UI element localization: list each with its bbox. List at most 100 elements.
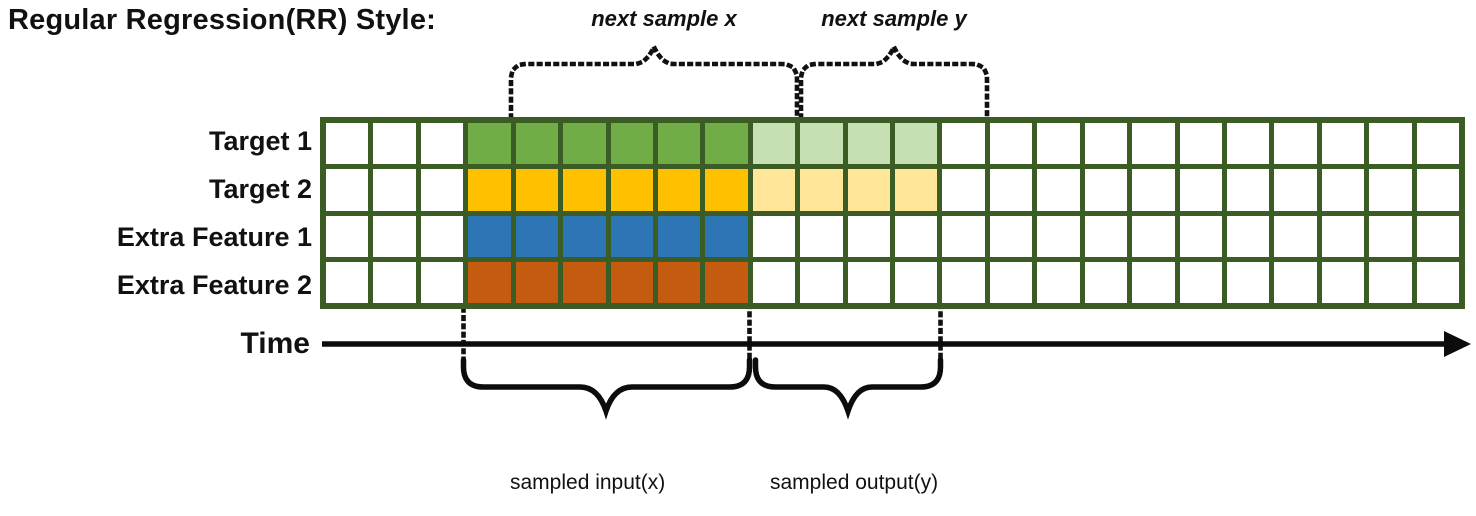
grid-cell: [515, 261, 559, 303]
grid-cell: [563, 261, 606, 303]
grid-cell: [942, 123, 985, 165]
grid-cell: [373, 261, 416, 303]
grid-cell: [705, 261, 748, 303]
grid-cell: [1037, 261, 1080, 303]
time-axis-arrowhead: [1444, 331, 1471, 357]
grid-cell: [1084, 123, 1128, 165]
row-label-target-2: Target 2: [208, 173, 312, 204]
grid-cell: [942, 215, 985, 257]
grid-cell: [800, 169, 843, 211]
grid-cell: [326, 215, 369, 257]
grid-cell: [752, 123, 796, 165]
grid-cell: [1037, 169, 1080, 211]
grid-cell: [847, 169, 890, 211]
sampled-output-note: sampled output(y) horizon=4 output_featu…: [770, 420, 982, 516]
grid-cell: [420, 261, 464, 303]
grid-cell: [563, 215, 606, 257]
grid-cell: [563, 123, 606, 165]
grid-cell: [705, 215, 748, 257]
grid-cell: [420, 215, 464, 257]
row-label-target-1: Target 1: [208, 125, 312, 156]
grid-cell: [1321, 215, 1365, 257]
grid-cell: [989, 261, 1033, 303]
grid-cell: [610, 261, 653, 303]
grid-cell: [1369, 215, 1412, 257]
grid-cell: [752, 261, 796, 303]
grid-cell: [563, 169, 606, 211]
sampled-output-title: sampled output(y): [770, 471, 939, 494]
grid-cell: [610, 215, 653, 257]
grid-cell: [942, 169, 985, 211]
time-axis-label: Time: [240, 327, 310, 360]
grid-cell: [895, 215, 938, 257]
grid-cell: [1274, 169, 1317, 211]
grid-cell: [515, 123, 559, 165]
grid-cell: [1274, 123, 1317, 165]
grid-cell: [657, 215, 701, 257]
grid-cell: [800, 261, 843, 303]
grid-cell: [1274, 261, 1317, 303]
sampled-input-note: sampled input(x) lookback=6 input_featur…: [510, 420, 709, 516]
grid-cell: [989, 215, 1033, 257]
grid-cell: [373, 215, 416, 257]
grid-cell: [373, 123, 416, 165]
grid-cell: [1084, 215, 1128, 257]
grid-cell: [989, 123, 1033, 165]
grid-cell: [1132, 169, 1175, 211]
diagram-title: Regular Regression(RR) Style:: [8, 4, 436, 36]
grid-cell: [895, 169, 938, 211]
grid-cell: [468, 123, 511, 165]
grid-cell: [1132, 261, 1175, 303]
grid-cell: [420, 169, 464, 211]
grid-cell: [1084, 261, 1128, 303]
grid-cell: [847, 123, 890, 165]
grid-cell: [1369, 261, 1412, 303]
grid-cell: [705, 169, 748, 211]
grid-cell: [1037, 123, 1080, 165]
next-sample-x-label: next sample x: [591, 6, 737, 31]
grid-cell: [1179, 123, 1222, 165]
grid-cell: [800, 215, 843, 257]
grid-cell: [705, 123, 748, 165]
grid-cell: [1369, 169, 1412, 211]
grid-cell: [752, 169, 796, 211]
grid-cell: [468, 169, 511, 211]
grid-cell: [1226, 261, 1270, 303]
grid-cell: [1132, 123, 1175, 165]
row-label-extra-feature-1: Extra Feature 1: [116, 221, 312, 252]
grid-cell: [1416, 261, 1459, 303]
grid-cell: [468, 261, 511, 303]
grid-cell: [326, 261, 369, 303]
grid-cell: [515, 215, 559, 257]
sampled-input-title: sampled input(x): [510, 471, 666, 494]
grid-cell: [1226, 123, 1270, 165]
grid-cell: [1416, 169, 1459, 211]
grid-cell: [1369, 123, 1412, 165]
grid-cell: [942, 261, 985, 303]
grid-cell: [1274, 215, 1317, 257]
row-label-extra-feature-2: Extra Feature 2: [116, 269, 312, 300]
grid-cell: [895, 123, 938, 165]
grid-cell: [326, 123, 369, 165]
grid-cell: [610, 123, 653, 165]
sampled-input-brace: [460, 357, 753, 420]
next-sample-y-label: next sample y: [821, 6, 967, 31]
grid-cell: [1084, 169, 1128, 211]
grid-cell: [895, 261, 938, 303]
grid-cell: [610, 169, 653, 211]
grid-cell: [800, 123, 843, 165]
grid-cell: [1321, 169, 1365, 211]
grid-cell: [515, 169, 559, 211]
grid-cell: [1416, 215, 1459, 257]
grid-cell: [989, 169, 1033, 211]
grid-cell: [752, 215, 796, 257]
time-series-grid: [320, 117, 1465, 309]
grid-cell: [1179, 169, 1222, 211]
grid-cell: [1132, 215, 1175, 257]
grid-cell: [657, 123, 701, 165]
grid-cell: [1226, 169, 1270, 211]
grid-cell: [847, 261, 890, 303]
grid-cell: [1416, 123, 1459, 165]
grid-cell: [657, 169, 701, 211]
